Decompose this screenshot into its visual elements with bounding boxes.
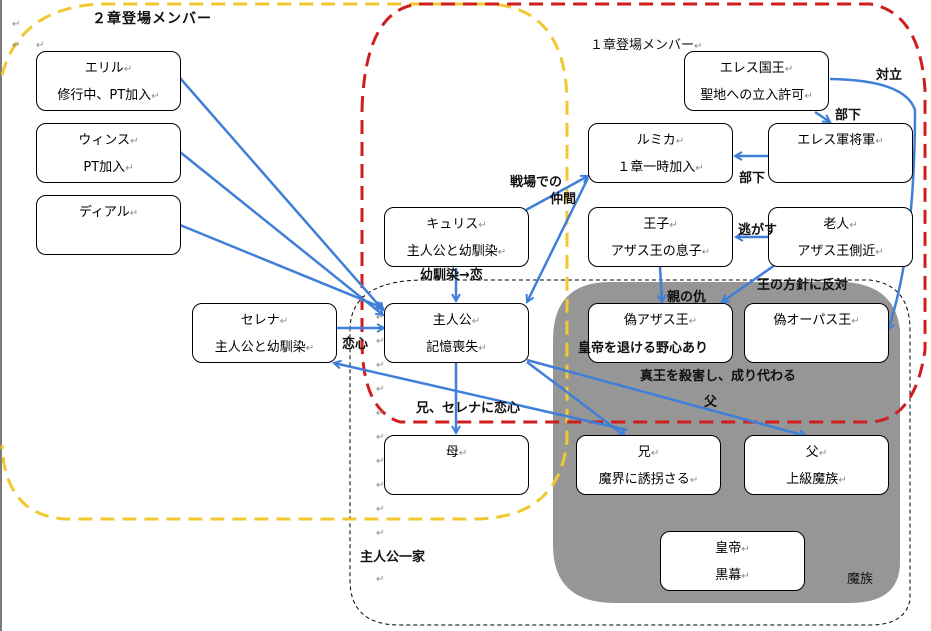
node-rumika[interactable]: ルミカ↵ １章一時加入↵: [588, 123, 733, 183]
node-diaru-name: ディアル↵: [78, 205, 139, 220]
node-prince[interactable]: 王子↵ アザス王の息子↵: [588, 207, 733, 267]
return-mark: ↵: [376, 336, 385, 347]
edge-label-parent-revenge: 親の仇: [667, 290, 707, 305]
demon-group-label: 魔族: [847, 572, 874, 587]
return-mark: ↵: [12, 40, 21, 51]
node-protagonist[interactable]: 主人公↵ 記憶喪失↵: [384, 303, 529, 363]
node-eriru-name: エリル↵: [84, 61, 133, 76]
edge-label-oppose: 対立: [876, 68, 903, 83]
return-mark: ↵: [376, 480, 385, 491]
edge-label-childhood-to-love: 幼馴染→恋: [420, 268, 483, 283]
node-fake-opasu[interactable]: 偽オーパス王↵: [744, 303, 889, 363]
edge-label-kill-and-replace: 真王を殺害し、成り代わる: [640, 369, 797, 384]
arrow-protagonist-to-serena: [334, 363, 628, 432]
arrow-diaru-to-protagonist: [179, 223, 383, 308]
node-serena-name: セレナ↵: [240, 313, 289, 328]
edge-label-oppose-king-policy: 王の方針に反対: [757, 278, 849, 293]
node-winsu[interactable]: ウィンス↵ PT加入↵: [36, 123, 181, 183]
node-diaru[interactable]: ディアル↵: [36, 195, 181, 255]
return-mark: ↵: [376, 384, 385, 395]
node-emperor[interactable]: 皇帝↵ 黒幕↵: [660, 531, 805, 591]
chapter1-group-label: １章登場メンバー↵: [590, 38, 703, 53]
chapter2-group-outline: [0, 2, 569, 521]
node-brother[interactable]: 兄↵ 魔界に誘拐さる↵: [576, 435, 721, 495]
edge-label-love: 恋心: [342, 337, 369, 352]
node-mother-name: 母↵: [445, 445, 468, 460]
arrow-eriru-to-protagonist: [179, 77, 383, 310]
return-mark: ↵: [376, 360, 385, 371]
node-fake-azasu-name: 偽アザス王↵: [623, 313, 698, 328]
node-rumika-name: ルミカ↵: [636, 133, 685, 148]
edge-label-battle-comrade-2: 仲間: [550, 192, 577, 207]
edge-label-subordinate-2: 部下: [739, 171, 766, 186]
arrow-winsu-to-protagonist: [179, 151, 383, 315]
node-old-man-name: 老人↵: [823, 217, 858, 232]
node-old-man[interactable]: 老人↵ アザス王側近↵: [768, 207, 913, 267]
node-eres-king[interactable]: エレス国王↵ 聖地への立入許可↵: [684, 51, 829, 111]
return-mark: ↵: [12, 19, 21, 30]
node-winsu-desc: PT加入↵: [83, 160, 134, 175]
family-group-label: 主人公一家: [360, 550, 426, 565]
family-group-outline: [349, 279, 911, 626]
node-prince-name: 王子↵: [643, 217, 678, 232]
edge-label-ambition: 皇帝を退ける野心あり: [578, 341, 709, 356]
chapter1-group-outline: [360, 2, 927, 424]
node-kyurisu[interactable]: キュリス↵ 主人公と幼馴染↵: [384, 207, 529, 267]
edge-label-brother-love-serena: 兄、セレナに恋心: [416, 401, 521, 416]
node-mother[interactable]: 母↵: [384, 435, 529, 495]
edge-label-battle-comrade-1: 戦場での: [510, 175, 563, 190]
return-mark: ↵: [376, 574, 385, 585]
return-mark: ↵: [376, 504, 385, 515]
node-protagonist-name: 主人公↵: [432, 313, 481, 328]
node-brother-name: 兄↵: [637, 445, 660, 460]
return-mark: ↵: [36, 40, 45, 51]
return-mark: ↵: [376, 432, 385, 443]
node-eres-king-desc: 聖地への立入許可↵: [700, 88, 813, 103]
return-mark: ↵: [376, 528, 385, 539]
arrow-king-oppose-fake-opasu: [829, 77, 917, 330]
node-winsu-name: ウィンス↵: [78, 133, 139, 148]
node-emperor-desc: 黒幕↵: [715, 568, 750, 583]
edge-label-escape: 逃がす: [738, 223, 778, 238]
node-protagonist-desc: 記憶喪失↵: [426, 340, 487, 355]
node-old-man-desc: アザス王側近↵: [797, 244, 884, 259]
return-mark: ↵: [376, 312, 385, 323]
node-father-name: 父↵: [805, 445, 828, 460]
arrow-protagonist-to-brother: [526, 361, 625, 436]
node-eres-general[interactable]: エレス軍将軍↵: [768, 123, 913, 183]
chapter2-group-label: ２章登場メンバー: [92, 11, 212, 27]
arrow-protagonist-to-father: [526, 358, 806, 436]
node-prince-desc: アザス王の息子↵: [610, 244, 711, 259]
node-eres-king-name: エレス国王↵: [719, 61, 794, 76]
page-edge: [0, 0, 2, 631]
node-father-desc: 上級魔族↵: [786, 472, 847, 487]
node-eres-general-name: エレス軍将軍↵: [797, 133, 884, 148]
arrow-oldman-to-fake-azasu: [722, 263, 776, 302]
line-rumika-protagonist: [527, 177, 590, 302]
arrow-prince-to-fake-azasu: [660, 266, 662, 302]
node-fake-azasu[interactable]: 偽アザス王↵: [588, 303, 733, 363]
node-emperor-name: 皇帝↵: [715, 541, 750, 556]
node-kyurisu-desc: 主人公と幼馴染↵: [406, 244, 507, 259]
node-brother-desc: 魔界に誘拐さる↵: [598, 472, 699, 487]
node-eriru[interactable]: エリル↵ 修行中、PT加入↵: [36, 51, 181, 111]
node-kyurisu-name: キュリス↵: [426, 217, 487, 232]
return-mark: ↵: [376, 456, 385, 467]
edge-label-father: 父: [704, 395, 718, 410]
node-rumika-desc: １章一時加入↵: [617, 160, 704, 175]
node-serena-desc: 主人公と幼馴染↵: [214, 340, 315, 355]
node-fake-opasu-name: 偽オーパス王↵: [773, 313, 860, 328]
line-kyurisu-rumika: [525, 176, 588, 212]
node-eriru-desc: 修行中、PT加入↵: [57, 88, 160, 103]
node-serena[interactable]: セレナ↵ 主人公と幼馴染↵: [192, 303, 337, 363]
arrow-king-to-general: [814, 110, 830, 122]
node-father[interactable]: 父↵ 上級魔族↵: [744, 435, 889, 495]
return-mark: ↵: [376, 408, 385, 419]
edge-label-subordinate-1: 部下: [835, 108, 862, 123]
